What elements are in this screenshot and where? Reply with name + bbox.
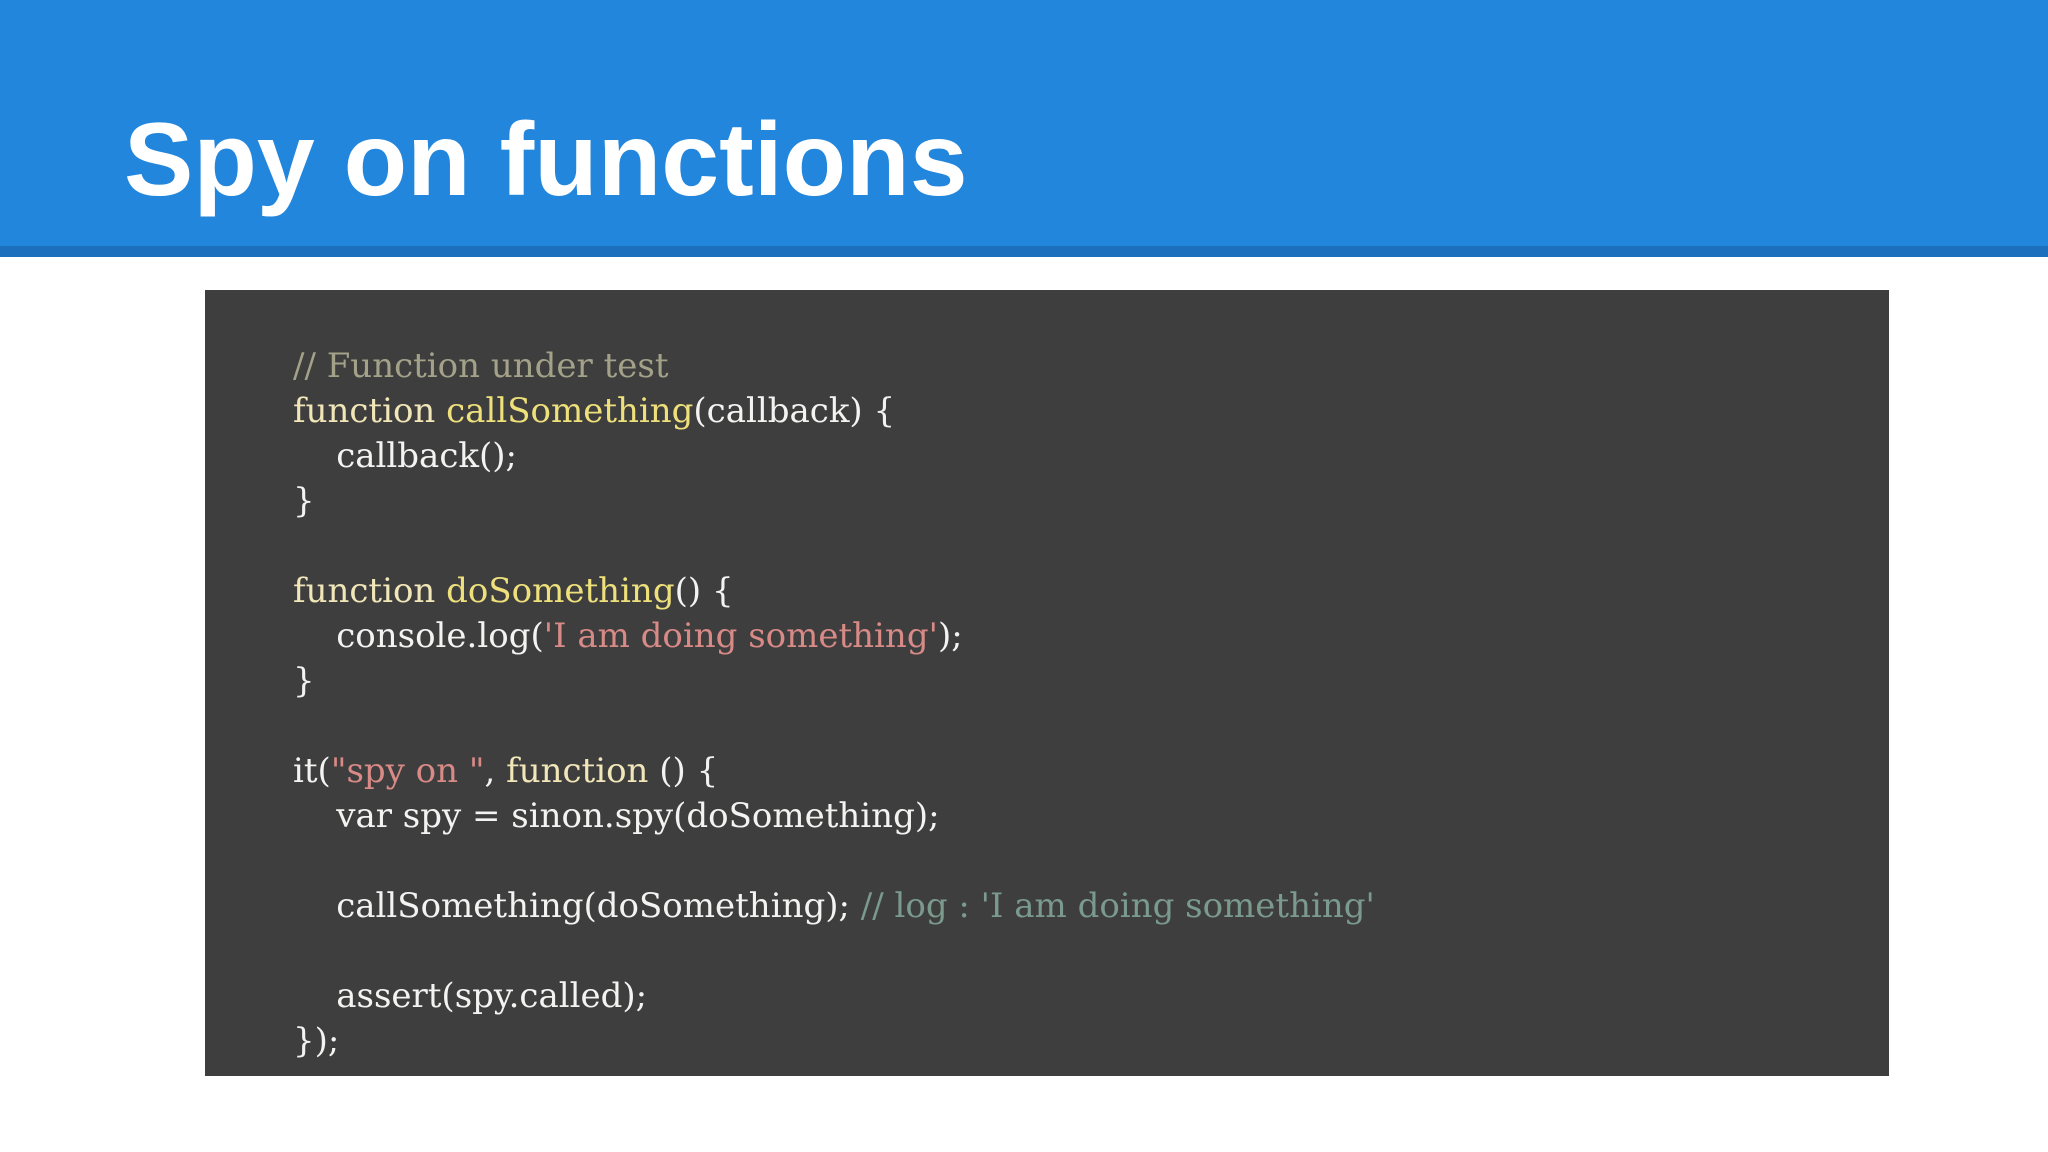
code-text: callback(); [293,436,517,476]
code-text: assert(spy.called); [293,976,648,1016]
slide-title: Spy on functions [124,102,968,218]
code-line-12-blank [293,839,1375,884]
code-keyword: function [506,751,649,791]
code-text: () { [674,571,734,611]
code-line-3: callback(); [293,434,1375,479]
code-line-1: // Function under test [293,344,1375,389]
code-text: console.log( [293,616,544,656]
code-line-16: }); [293,1019,1375,1064]
code-line-13: callSomething(doSomething); // log : 'I … [293,884,1375,929]
code-keyword: function [293,391,447,431]
code-function-name: callSomething [446,391,694,431]
code-line-10: it("spy on ", function () { [293,749,1375,794]
code-text: , [484,751,507,791]
code-keyword: function [293,571,447,611]
code-comment: // log : 'I am doing something' [860,886,1375,926]
code-string: "spy on " [330,751,485,791]
code-line-5-blank [293,524,1375,569]
code-line-11: var spy = sinon.spy(doSomething); [293,794,1375,839]
code-text: } [293,661,315,701]
code-line-15: assert(spy.called); [293,974,1375,1019]
code-text: ); [937,616,963,656]
code-string: 'I am doing something' [543,616,938,656]
code-text: callSomething(doSomething); [293,886,861,926]
code-line-7: console.log('I am doing something'); [293,614,1375,659]
code-line-8: } [293,659,1375,704]
code-text: }); [293,1021,340,1061]
code-comment: // Function under test [293,346,669,386]
code-line-14-blank [293,929,1375,974]
code-text: } [293,481,315,521]
code-text: () { [648,751,719,791]
code-text: var spy = sinon.spy(doSomething); [293,796,940,836]
code-line-2: function callSomething(callback) { [293,389,1375,434]
code-text: (callback) { [693,391,896,431]
title-bar [0,0,2048,246]
code-line-9-blank [293,704,1375,749]
title-bar-underline [0,246,2048,257]
code-function-name: doSomething [446,571,675,611]
code-text: it( [293,751,331,791]
code-line-4: } [293,479,1375,524]
code-line-6: function doSomething() { [293,569,1375,614]
